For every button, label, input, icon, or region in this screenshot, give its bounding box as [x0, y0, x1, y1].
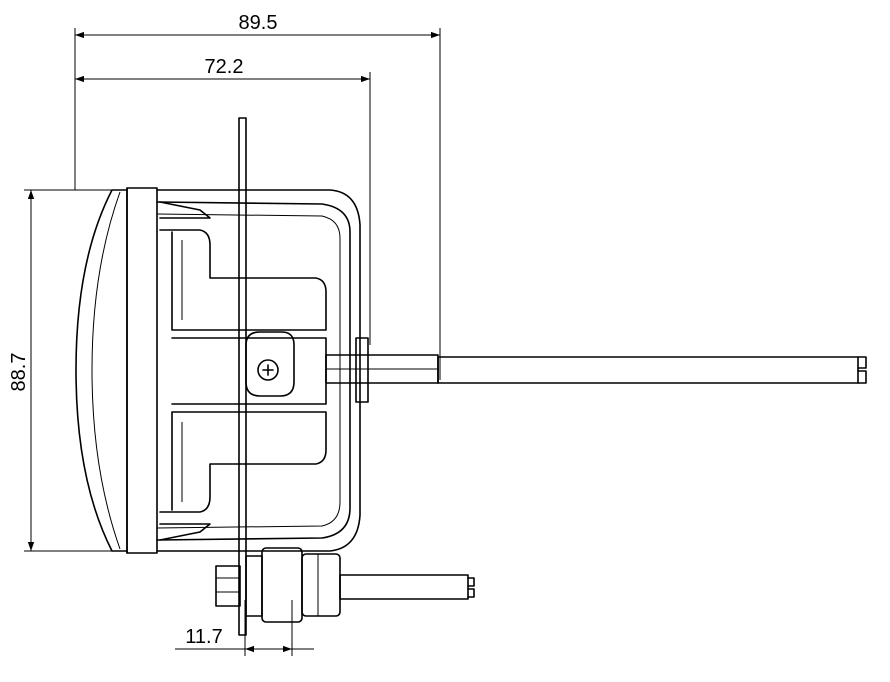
mounting-plate [238, 117, 247, 636]
dimension-bracket-offset: 11.7 [175, 600, 314, 656]
dimension-label-body-length: 72.2 [205, 56, 244, 78]
dimension-label-height: 88.7 [8, 353, 30, 392]
cable-gland [215, 547, 475, 623]
dimension-overall-length: 89.5 [74, 12, 441, 380]
dimension-body-length: 72.2 [75, 56, 371, 345]
dimension-label-bracket-offset: 11.7 [185, 626, 222, 648]
screw-boss [245, 331, 295, 397]
dimension-label-overall-length: 89.5 [239, 12, 278, 34]
dimension-height: 88.7 [8, 189, 124, 552]
lamp-lens [75, 187, 128, 554]
rear-cable [325, 337, 867, 403]
lamp-housing [126, 187, 361, 554]
